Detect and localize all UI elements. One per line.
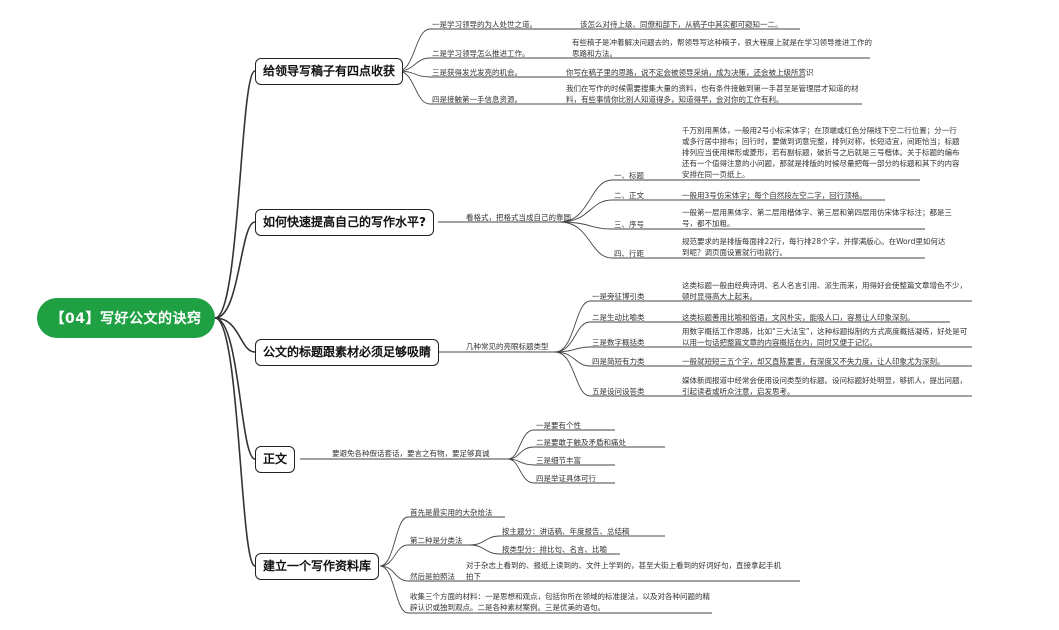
leaf-label: 首先是最实用的大杂烩法 [410, 508, 493, 517]
leaf-label: 一、标题 [614, 171, 644, 180]
leaf-label: 五是设问设答类 [592, 387, 645, 396]
leaf-label: 二是生动比喻类 [592, 313, 645, 322]
sub-label: 几种常见的亮眼标题类型 [466, 342, 549, 351]
connector-root-b4 [214, 317, 256, 460]
leaf-label: 三、序号 [614, 220, 644, 229]
leaf-detail: 一般就短短三五个字，却又直陈要害，有深度又不失力度，让人印象尤为深刻。 [682, 357, 945, 366]
leaf-label: 三是数字概括类 [592, 338, 645, 347]
branch-node-report-benefits[interactable]: 给领导写稿子有四点收获 [255, 58, 404, 85]
branch-node-title-material[interactable]: 公文的标题跟素材必须足够吸睛 [255, 339, 440, 366]
leaf-label: 一是学习领导的为人处世之道。 [432, 20, 537, 29]
branch-node-material-library[interactable]: 建立一个写作资料库 [255, 553, 380, 580]
sub-label: 看格式，把格式当成自己的靠圆 [466, 213, 571, 222]
leaf-label: 然后是拍照法 [410, 572, 455, 581]
leaf-detail: 媒体新闻报道中经常会使用设问类型的标题。设问标题好处明显，够抓人，提出问题，引起… [682, 376, 967, 396]
leaf-detail: 一般用3号仿宋体字；每个自然段左空二字，回行顶格。 [682, 191, 867, 200]
leaf-label: 一是旁征博引类 [592, 292, 645, 301]
leaf-detail: 用数字概括工作思路，比如“三大法宝”，这种标题拟制的方式高度概括凝练，好处是可以… [682, 327, 968, 347]
leaf-label: 二、正文 [614, 191, 644, 200]
connector-root-b3 [214, 317, 256, 353]
leaf-label: 一是要有个性 [536, 421, 581, 430]
leaf-detail: 这类标题一般由经典诗词、名人名言引用、派生而来，用得好会使整篇文章增色不少，顿时… [682, 281, 967, 301]
leaf-label: 二是要敢于触及矛盾和痛处 [536, 438, 626, 447]
leaf-label: 三是细节丰富 [536, 456, 581, 465]
leaf-label: 二是学习领导怎么推进工作。 [432, 49, 530, 58]
connector-root-b2 [214, 221, 256, 319]
branch-node-improve-writing[interactable]: 如何快速提高自己的写作水平? [255, 209, 434, 236]
leaf-label: 四、行距 [614, 249, 644, 258]
leaf-label: 按类型分：排比句、名言、比喻 [502, 545, 607, 554]
leaf-label: 四是接触第一手信息资源。 [432, 95, 522, 104]
leaf-label: 按主题分：讲话稿、年度报告、总结稿 [502, 527, 630, 536]
leaf-label: 三是获得发光发亮的机会。 [432, 68, 522, 77]
branch-node-body-text[interactable]: 正文 [255, 446, 296, 473]
sub-label: 要避免各种假话套话，要言之有物，要足够真诚 [332, 449, 490, 458]
leaf-label: 收集三个方面的材料：一是思想和观点，包括你所在领域的标准提法，以及对各种问题的精… [410, 592, 710, 612]
connector-root-b1 [214, 70, 256, 319]
leaf-detail: 规范要求的是排版每面排22行，每行排28个字，并撑满版心。在Word里如何达到呢… [682, 237, 946, 257]
leaf-detail: 这类标题善用比喻和俗语，文风朴实，能吸人口，容易让人印象深刻。 [682, 313, 915, 322]
leaf-detail: 有些稿子是冲着解决问题去的，帮领导写这种稿子，很大程度上就是在学习领导推进工作的… [572, 38, 872, 58]
leaf-label: 四是简短有力类 [592, 357, 645, 366]
root-node[interactable]: 【04】写好公文的诀窍 [37, 298, 215, 338]
leaf-detail: 你写在稿子里的思路，说不定会被领导采纳，成为决策，还会被上级所赏识 [566, 68, 814, 77]
leaf-detail: 我们在写作的时候需要搜集大量的资料，也有条件接触到第一手甚至是管理层才知道的材料… [566, 84, 859, 104]
leaf-detail: 千万别用黑体，一般用2号小标宋体字；在顶端或红色分隔线下空二行位置；分一行或多行… [682, 126, 960, 179]
leaf-detail: 对于杂志上看到的、报纸上读到的、文件上学到的，甚至大街上看到的好词好句，直接拿起… [466, 561, 781, 581]
leaf-label: 第二种是分类法 [410, 536, 463, 545]
connector-root-b5 [214, 317, 256, 567]
leaf-detail: 一般第一层用黑体字、第二层用楷体字、第三层和第四层用仿宋体字标注；都是三号，都不… [682, 208, 952, 228]
leaf-label: 四是举证具体可行 [536, 474, 596, 483]
leaf-detail: 该怎么对待上级、同僚和部下，从稿子中其实都可窥知一二。 [580, 20, 783, 29]
